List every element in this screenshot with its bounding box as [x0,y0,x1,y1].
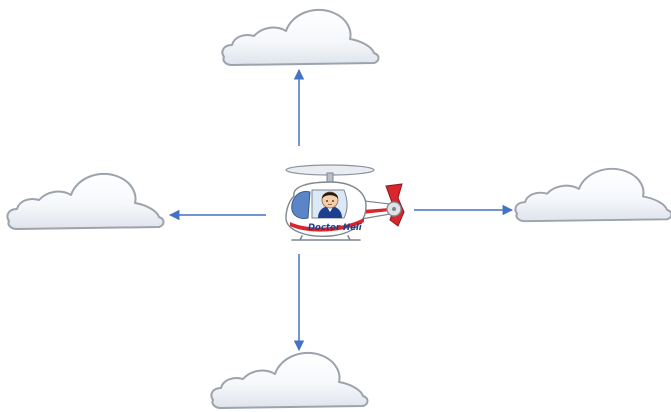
helicopter-window [291,191,311,219]
helicopter-illustration: Doctor Heli [285,164,405,241]
cloud-top [221,8,380,66]
helicopter-skids [291,235,361,241]
helicopter-label: Doctor Heli [308,223,363,233]
cloud-left [6,172,165,230]
pilot-figure [318,191,342,218]
cloud-right [514,167,671,223]
cloud-bottom [210,351,369,409]
